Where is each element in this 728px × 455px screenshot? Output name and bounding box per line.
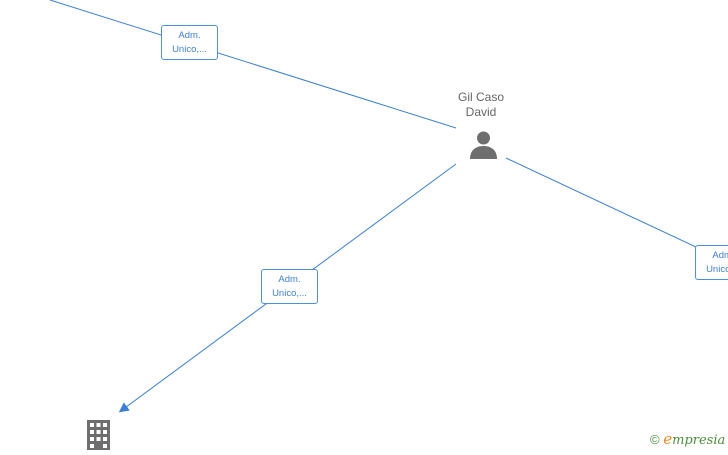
person-node-label[interactable]: Gil Caso David <box>431 90 531 120</box>
copyright-symbol: © <box>650 432 660 447</box>
empresia-watermark: © empresia <box>650 430 725 448</box>
building-icon[interactable] <box>87 420 110 455</box>
edge-label-top-left[interactable]: Adm. Unico,... <box>161 25 218 60</box>
edge-label-detail: Unico,... <box>172 44 207 55</box>
brand-name: mpresia <box>672 433 726 448</box>
edge-right <box>505 157 728 263</box>
edge-label-right[interactable]: Adm. Unico,... <box>695 245 728 280</box>
edge-label-role: Adm. <box>178 30 201 41</box>
edge-label-role: Adm. <box>712 250 728 261</box>
edge-label-bottom-left[interactable]: Adm. Unico,... <box>261 269 318 304</box>
person-name-line2: David <box>465 105 497 119</box>
person-name-line1: Gil Caso <box>457 90 504 104</box>
edge-label-detail: Unico,... <box>272 288 307 299</box>
person-icon[interactable] <box>469 130 498 164</box>
edge-top-left <box>49 0 457 129</box>
edge-label-role: Adm. <box>278 274 301 285</box>
edge-label-detail: Unico,... <box>706 264 728 275</box>
brand-initial: e <box>663 430 673 448</box>
